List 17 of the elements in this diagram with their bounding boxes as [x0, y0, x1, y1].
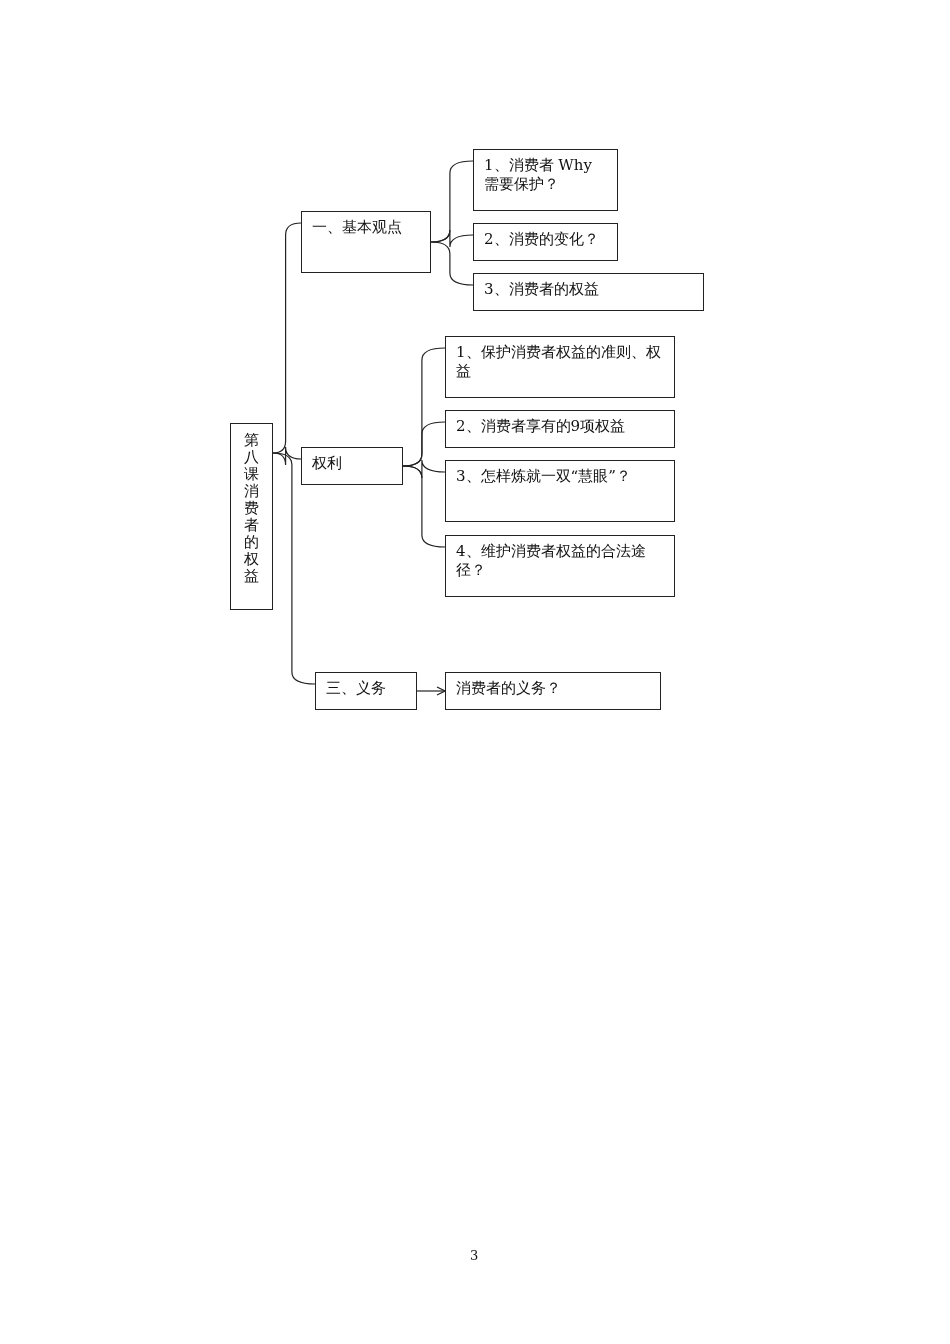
question-box: 1、消费者 Why 需要保护？	[473, 149, 618, 211]
topic-box: 权利	[301, 447, 403, 485]
question-box: 4、维护消费者权益的合法途径？	[445, 535, 675, 597]
question-box: 1、保护消费者权益的准则、权益	[445, 336, 675, 398]
question-box: 2、消费者享有的9项权益	[445, 410, 675, 448]
question-box: 3、怎样炼就一双“慧眼”？	[445, 460, 675, 522]
page-number: 3	[470, 1248, 479, 1263]
title-box: 第八课消费者的权益	[230, 423, 273, 610]
question-box: 消费者的义务？	[445, 672, 661, 710]
topic-box: 一、基本观点	[301, 211, 431, 273]
arrow	[416, 686, 446, 696]
question-box: 2、消费的变化？	[473, 223, 618, 261]
question-box: 3、消费者的权益	[473, 273, 704, 311]
brace-line	[430, 241, 474, 286]
brace-line	[272, 452, 316, 685]
topic-box: 三、义务	[315, 672, 417, 710]
brace-line	[402, 465, 446, 548]
